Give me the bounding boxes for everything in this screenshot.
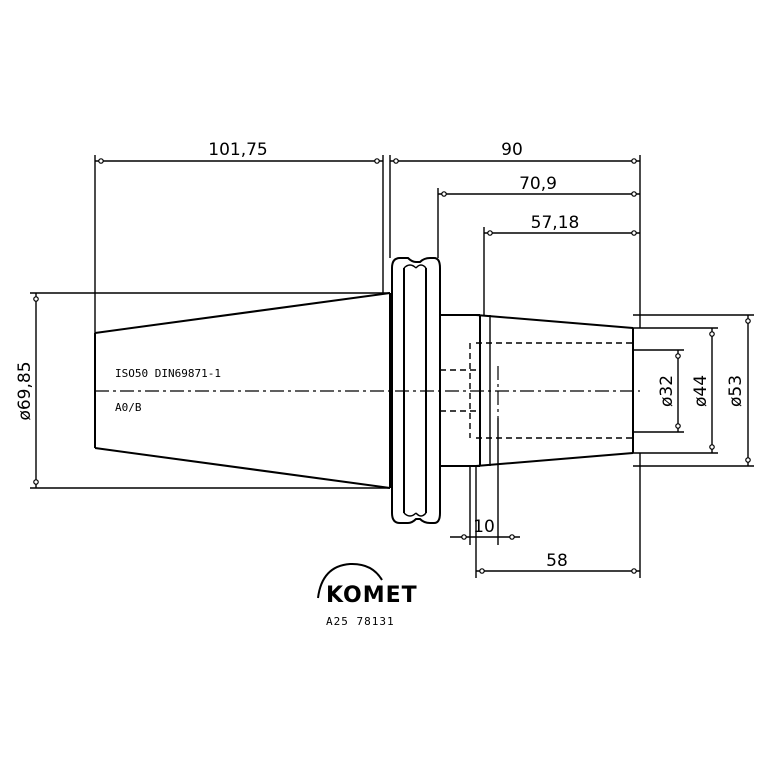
dim-label-flange-to-end: 70,9 (519, 174, 557, 194)
standard-note: ISO50 DIN69871-1 (115, 367, 221, 380)
dim-label-taper-diameter: ø69,85 (15, 361, 35, 420)
dim-label-dia-32: ø32 (657, 375, 677, 407)
dim-label-offset-10: 10 (473, 517, 495, 537)
komet-logo: KOMET (317, 562, 418, 608)
form-note: A0/B (115, 401, 142, 414)
dim-44 (633, 327, 718, 454)
dim-label-dia-44: ø44 (691, 375, 711, 407)
dim-label-depth-58: 58 (546, 551, 568, 571)
dim-label-bore-depth: 57,18 (531, 213, 580, 233)
dim-label-taper-length: 101,75 (208, 140, 267, 160)
dim-90 (389, 155, 641, 328)
logo-brand-text: KOMET (326, 583, 418, 608)
dim-70-9 (437, 188, 640, 258)
dim-label-dia-53: ø53 (726, 375, 746, 407)
dim-57-18 (483, 227, 640, 315)
dim-10 (450, 418, 520, 545)
dim-69-85 (30, 292, 390, 489)
dim-53 (633, 314, 754, 467)
dim-label-overall-length: 90 (501, 140, 523, 160)
hidden-bore (440, 342, 633, 439)
logo-swoosh-icon (317, 562, 383, 599)
part-code: A25 78131 (326, 615, 395, 628)
dim-101-75 (94, 155, 384, 333)
dim-58 (475, 453, 641, 578)
dim-32 (633, 349, 684, 433)
